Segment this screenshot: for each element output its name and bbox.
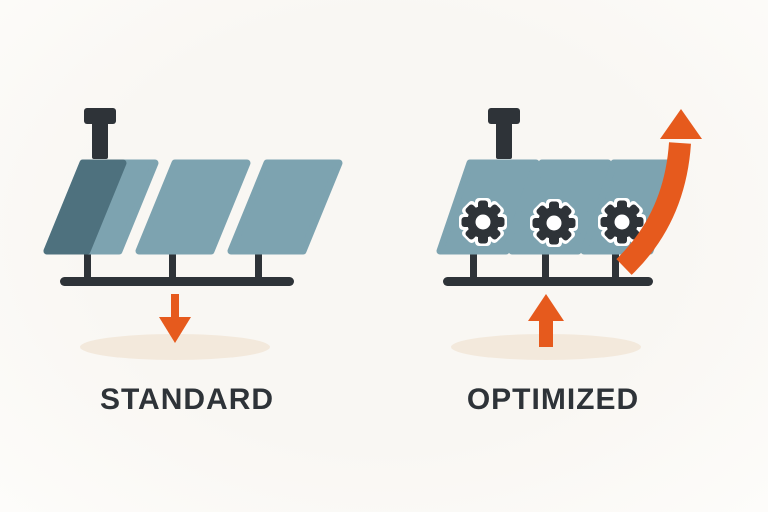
solar-panel	[231, 163, 339, 251]
shadow-ellipse	[80, 334, 270, 360]
gear-row	[459, 198, 646, 247]
arrow-up-icon	[528, 294, 564, 347]
mount-frame	[60, 245, 294, 286]
solar-panel-row	[43, 159, 339, 255]
solar-panel	[139, 163, 247, 251]
mount-pole-icon	[84, 108, 116, 159]
optimized-array-graphic	[388, 108, 702, 360]
arrow-down-icon	[159, 294, 191, 343]
mount-frame	[443, 245, 653, 286]
optimized-illustration	[388, 95, 718, 365]
gear-icon	[459, 198, 507, 246]
optimized-label: OPTIMIZED	[466, 383, 640, 416]
curved-growth-arrow-icon	[616, 109, 702, 275]
standard-illustration	[22, 95, 352, 365]
standard-label: STANDARD	[99, 383, 275, 416]
mount-pole-icon	[488, 108, 520, 159]
standard-array-graphic	[43, 108, 352, 360]
gear-icon	[530, 199, 578, 247]
panel-shade	[43, 159, 127, 255]
